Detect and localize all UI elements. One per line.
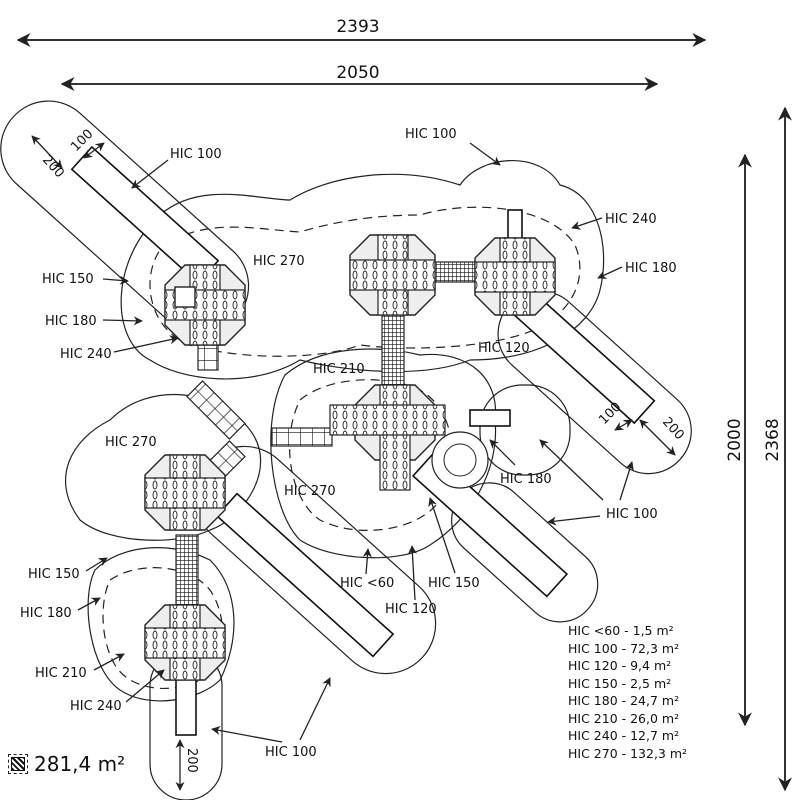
overall-width-label: 2393: [336, 17, 379, 37]
label-center-hic270: HIC 270: [284, 484, 336, 499]
tower-ne: [474, 237, 556, 316]
net-bridge-vertical: [381, 309, 405, 386]
slide-long-sw: [215, 492, 395, 658]
label-ne-hic240: HIC 240: [605, 212, 657, 227]
zone-sw-cloud: [87, 547, 235, 702]
dimension-overall-height: 2368: [763, 106, 792, 792]
ladder-diag-1: [186, 380, 246, 440]
structure-width-label: 2050: [336, 63, 379, 83]
zone-upper-cloud: [120, 160, 605, 380]
tower-upper-center: [349, 234, 436, 316]
spiral-slide-inner: [443, 443, 477, 477]
hic-labels: HIC 100 HIC 100 HIC 240 HIC 180 HIC 120 …: [20, 127, 677, 760]
towers: [144, 234, 556, 681]
label-sw-hic210: HIC 210: [35, 666, 87, 681]
tower-center: [329, 384, 446, 491]
label-nw-hic100: HIC 100: [170, 147, 222, 162]
label-upper-hic270: HIC 270: [253, 254, 305, 269]
hic-area-legend: HIC <60 - 1,5 m² HIC 100 - 72,3 m² HIC 1…: [568, 622, 768, 762]
clearance-s-label: 200: [184, 748, 199, 773]
legend-row: HIC 100 - 72,3 m²: [568, 640, 680, 656]
dimension-structure-width: 2050: [60, 63, 659, 91]
label-w-hic240: HIC 240: [60, 347, 112, 362]
hatched-area-icon: [8, 754, 28, 774]
slide-nw: [70, 145, 220, 285]
structure-height-label: 2000: [725, 418, 745, 461]
label-sw-hic150: HIC 150: [28, 567, 80, 582]
tower-left: [144, 454, 226, 531]
label-center-hic150: HIC 150: [428, 576, 480, 591]
tower-nw: [164, 264, 246, 346]
legend-row: HIC <60 - 1,5 m²: [568, 623, 674, 638]
label-sw-hic180: HIC 180: [20, 606, 72, 621]
label-center-hic120: HIC 120: [385, 602, 437, 617]
legend-row: HIC 150 - 2,5 m²: [568, 675, 672, 691]
net-bridge-sw: [175, 534, 199, 606]
label-w-hic150: HIC 150: [42, 272, 94, 287]
label-w-hic180: HIC 180: [45, 314, 97, 329]
label-sw-hic240: HIC 240: [70, 699, 122, 714]
label-e-hic100: HIC 100: [606, 507, 658, 522]
clearance-nw-outer-label: 200: [39, 153, 67, 181]
slide-se: [411, 452, 569, 598]
total-area-value: 281,4 m²: [34, 752, 126, 776]
label-e-hic180: HIC 180: [500, 472, 552, 487]
label-ne-hic120: HIC 120: [478, 341, 530, 356]
label-top-hic100: HIC 100: [405, 127, 457, 142]
legend-row: HIC 240 - 12,7 m²: [568, 728, 680, 743]
dimension-overall-width: 2393: [16, 17, 707, 47]
total-area: 281,4 m²: [8, 752, 125, 776]
overall-height-label: 2368: [763, 418, 783, 461]
legend-row: HIC 210 - 26,0 m²: [568, 710, 680, 726]
clearance-e-outer-label: 200: [659, 415, 687, 443]
legend-row: HIC 180 - 24,7 m²: [568, 693, 680, 708]
dimension-structure-height: 2000: [725, 153, 752, 727]
spiral-slide: [431, 431, 489, 489]
bridge-center: [271, 427, 333, 447]
zone-right-pod: [479, 384, 571, 476]
label-left-hic270: HIC 270: [105, 435, 157, 450]
slide-e-stub: [469, 409, 511, 427]
legend-row: HIC 270 - 132,3 m²: [568, 745, 688, 761]
label-s-hic100: HIC 100: [265, 745, 317, 760]
label-center-hic210: HIC 210: [313, 362, 365, 377]
legend-row: HIC 120 - 9,4 m²: [568, 658, 672, 673]
tower-sw: [144, 604, 226, 681]
label-hic-less-60: HIC <60: [340, 576, 394, 591]
label-ne-hic180: HIC 180: [625, 261, 677, 276]
